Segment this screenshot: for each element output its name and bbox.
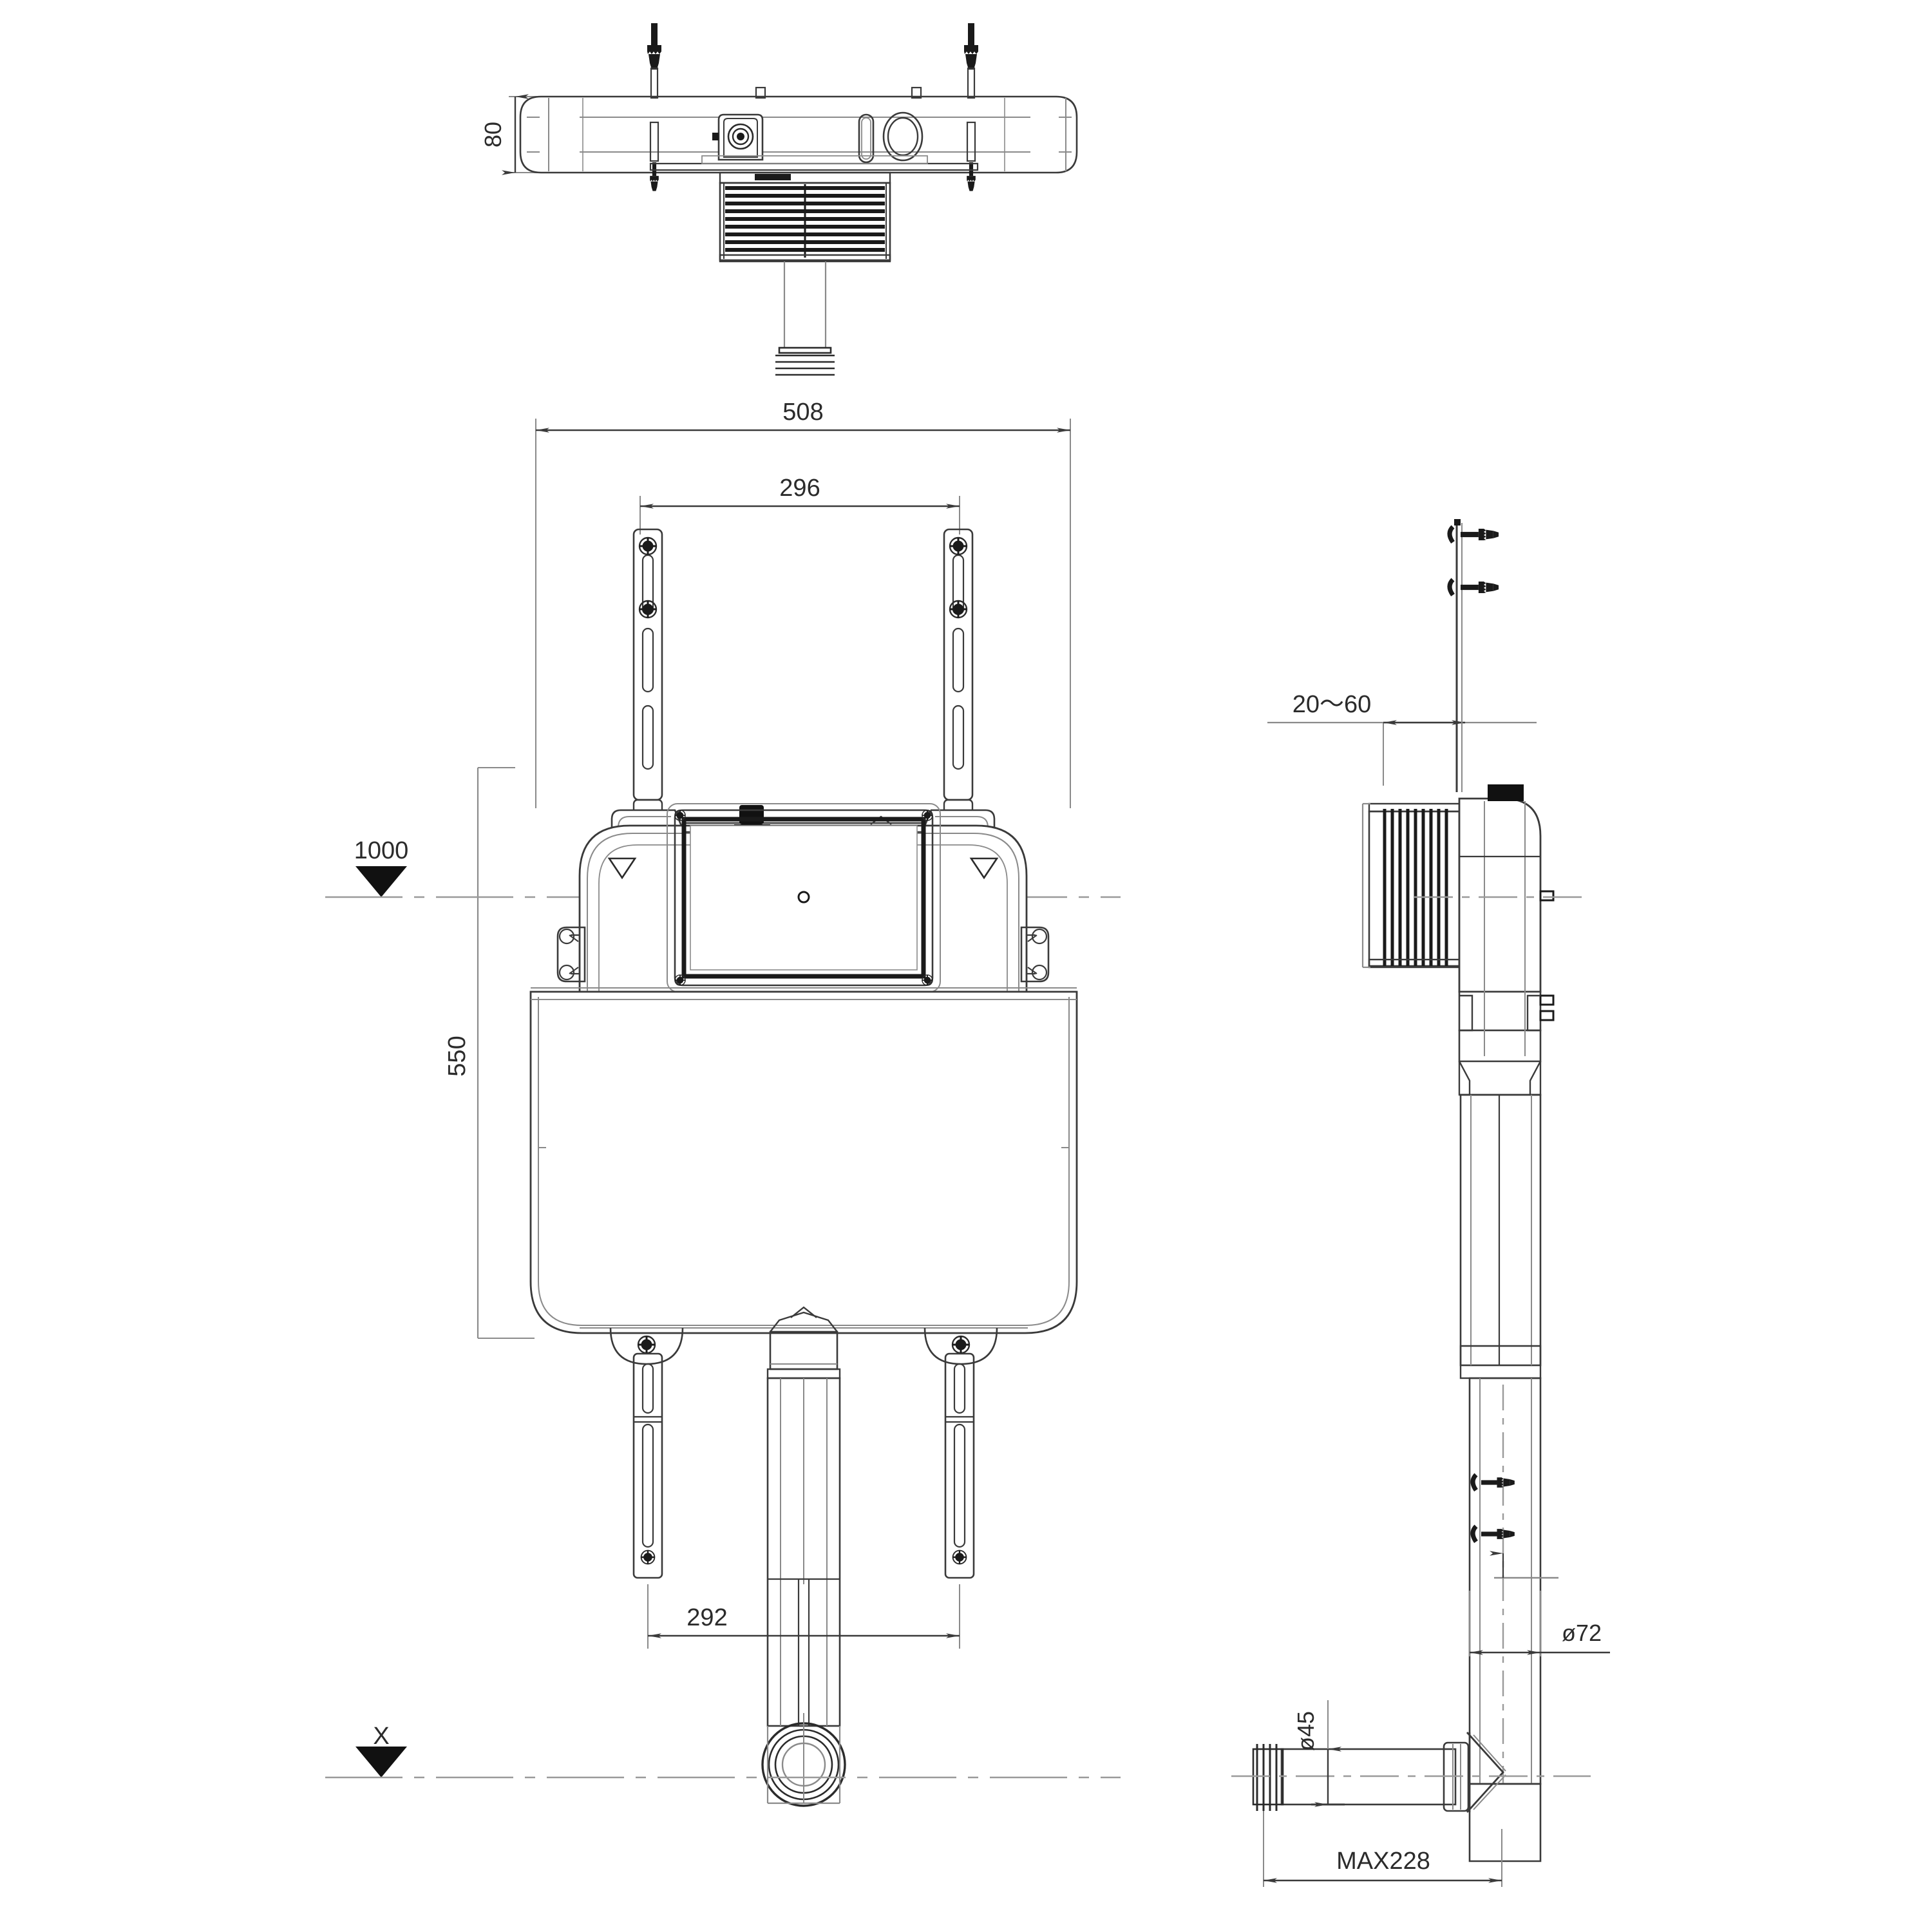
- side-view: 20～60: [1231, 519, 1610, 1887]
- vent-symbol-right: [969, 857, 999, 880]
- front-view-cistern-lower: [529, 987, 1078, 1334]
- threaded-inlet-end: [1252, 1744, 1284, 1811]
- side-view-bellows-connector: [1361, 802, 1461, 969]
- bellows-ribs-side: [1383, 809, 1448, 966]
- dimension-label-max228: MAX228: [1336, 1848, 1430, 1875]
- dimension-height-to-center: 550: [444, 767, 535, 1339]
- dimension-label-292: 292: [687, 1604, 727, 1631]
- side-view-lower-column: [1459, 1094, 1558, 1785]
- dimension-wall-gap: 20～60: [1267, 691, 1537, 786]
- dimension-top-height: 80: [480, 94, 583, 175]
- side-level-arrow: [1490, 1551, 1558, 1579]
- top-view-bellows-connector: [719, 171, 891, 263]
- top-view-overflow-port: [858, 113, 875, 164]
- front-view-outlet-pipe: [761, 1306, 846, 1807]
- front-view-inspection-opening: [667, 803, 941, 992]
- front-view: 508 296 550 1000: [325, 399, 1121, 1807]
- dimension-max-depth: MAX228: [1263, 1811, 1502, 1887]
- dimension-label-508: 508: [782, 399, 823, 426]
- side-anchor-bolt-lower-1: [1470, 1473, 1515, 1492]
- dimension-foot-spacing: 292: [647, 1584, 960, 1649]
- level-marker-1000: 1000: [354, 837, 409, 897]
- top-view: 80: [480, 23, 1078, 376]
- top-view-tank-body: [519, 95, 1078, 174]
- dimension-label-550: 550: [444, 1036, 471, 1076]
- dimension-label-296: 296: [779, 475, 820, 502]
- dimension-label-20-60: 20～60: [1293, 691, 1372, 718]
- front-view-foot-left: [609, 1327, 684, 1579]
- dimension-inlet-diameter: ø45: [1293, 1700, 1345, 1807]
- side-anchor-bolt-second: [1447, 578, 1499, 597]
- top-view-anchor-bolt-left: [647, 23, 661, 99]
- bellows-ribs: [725, 184, 885, 258]
- top-view-tabs: [755, 86, 922, 99]
- side-anchor-bolt-top: [1447, 525, 1499, 544]
- threaded-end: [775, 346, 835, 376]
- top-view-inlet-port: [882, 111, 923, 162]
- top-view-anchor-bolt-right: [964, 23, 978, 99]
- vent-symbol-left: [607, 857, 637, 880]
- dimension-overall-width: 508: [535, 399, 1071, 808]
- dimension-outlet-diameter: ø72: [1469, 1591, 1610, 1656]
- level-label-x: X: [373, 1723, 389, 1750]
- level-label-1000: 1000: [354, 837, 409, 864]
- dimension-rail-spacing: 296: [639, 475, 960, 535]
- dimension-label-o45: ø45: [1293, 1711, 1319, 1751]
- top-view-stud-left: [649, 121, 659, 191]
- dimension-label-80: 80: [480, 122, 506, 147]
- level-marker-x: X: [325, 1723, 1121, 1779]
- front-view-handle-right: [1020, 926, 1050, 983]
- front-view-foot-right: [923, 1327, 998, 1579]
- side-view-cistern-body: [1414, 784, 1591, 1096]
- side-view-bottom-elbow: [1231, 1732, 1591, 1862]
- top-view-bracket-plate: [649, 155, 979, 171]
- top-view-flush-valve-boss: [712, 113, 764, 161]
- top-view-stud-right: [966, 121, 976, 191]
- top-view-outlet-pipe: [775, 261, 835, 376]
- front-view-handle-left: [556, 926, 586, 983]
- side-view-mounting-post: [1447, 519, 1499, 792]
- side-anchor-bolt-lower-2: [1470, 1524, 1515, 1544]
- dimension-label-o72: ø72: [1562, 1620, 1602, 1646]
